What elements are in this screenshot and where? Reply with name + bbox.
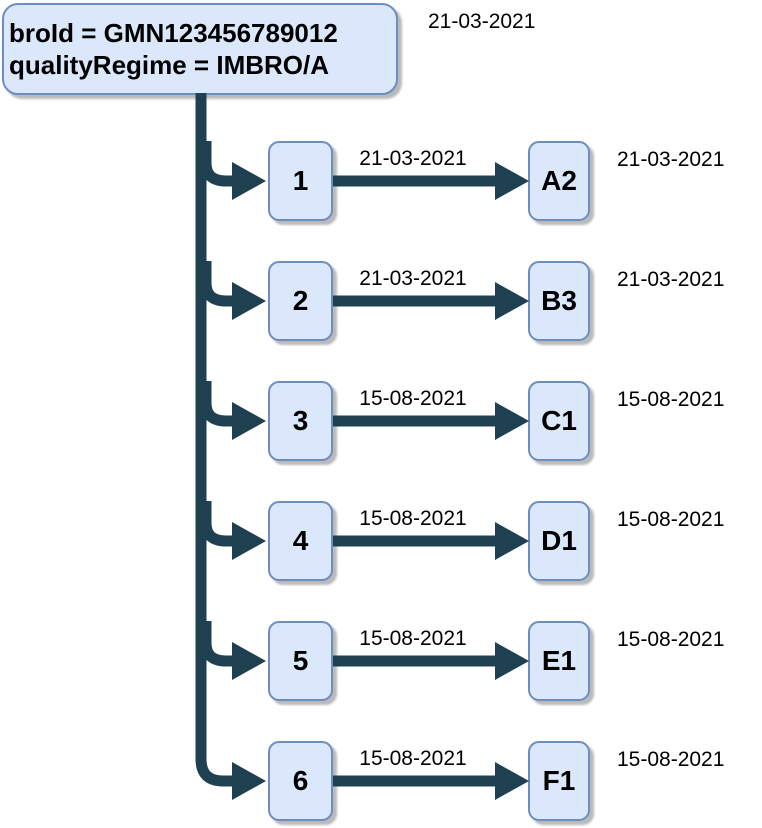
branch-connector-5: [200, 621, 234, 667]
event-node-4: 4: [268, 501, 333, 581]
edge-arrowhead-1: [495, 162, 529, 200]
edge-date-1: 21-03-2021: [359, 147, 467, 170]
target-node-b3: B3: [528, 261, 590, 341]
target-node-a2: A2: [528, 141, 590, 221]
event-node-1: 1: [268, 141, 333, 221]
edge-date-5: 15-08-2021: [359, 627, 467, 650]
edge-arrowhead-5: [495, 642, 529, 680]
branch-arrowhead-4: [232, 522, 266, 560]
root-date-label: 21-03-2021: [428, 10, 536, 33]
edge-arrowhead-6: [495, 762, 529, 800]
edge-date-3: 15-08-2021: [359, 387, 467, 410]
branch-arrowhead-6: [232, 762, 266, 800]
branch-arrowhead-3: [232, 402, 266, 440]
target-date-3: 15-08-2021: [617, 388, 725, 411]
branch-arrowhead-2: [232, 282, 266, 320]
event-node-6: 6: [268, 741, 333, 821]
trunk-connector: [195, 93, 234, 787]
branch-connector-1: [200, 141, 234, 187]
edge-date-6: 15-08-2021: [359, 747, 467, 770]
edge-date-2: 21-03-2021: [359, 267, 467, 290]
edge-date-4: 15-08-2021: [359, 507, 467, 530]
event-node-5: 5: [268, 621, 333, 701]
branch-connector-3: [200, 381, 234, 427]
target-date-6: 15-08-2021: [617, 748, 725, 771]
event-node-2: 2: [268, 261, 333, 341]
root-node-broid: broId = GMN123456789012: [9, 18, 338, 48]
edge-arrowhead-2: [495, 282, 529, 320]
root-node-quality-regime: qualityRegime = IMBRO/A: [9, 50, 329, 80]
target-node-c1: C1: [528, 381, 590, 461]
target-node-f1: F1: [528, 741, 590, 821]
target-date-2: 21-03-2021: [617, 268, 725, 291]
target-date-1: 21-03-2021: [617, 148, 725, 171]
root-node: broId = GMN123456789012 qualityRegime = …: [2, 3, 398, 95]
branch-arrowhead-5: [232, 642, 266, 680]
edge-arrowhead-4: [495, 522, 529, 560]
branch-connector-2: [200, 261, 234, 307]
target-node-e1: E1: [528, 621, 590, 701]
target-date-4: 15-08-2021: [617, 508, 725, 531]
branch-arrowhead-1: [232, 162, 266, 200]
edge-arrowhead-3: [495, 402, 529, 440]
target-date-5: 15-08-2021: [617, 628, 725, 651]
event-node-3: 3: [268, 381, 333, 461]
branch-connector-4: [200, 501, 234, 547]
target-node-d1: D1: [528, 501, 590, 581]
